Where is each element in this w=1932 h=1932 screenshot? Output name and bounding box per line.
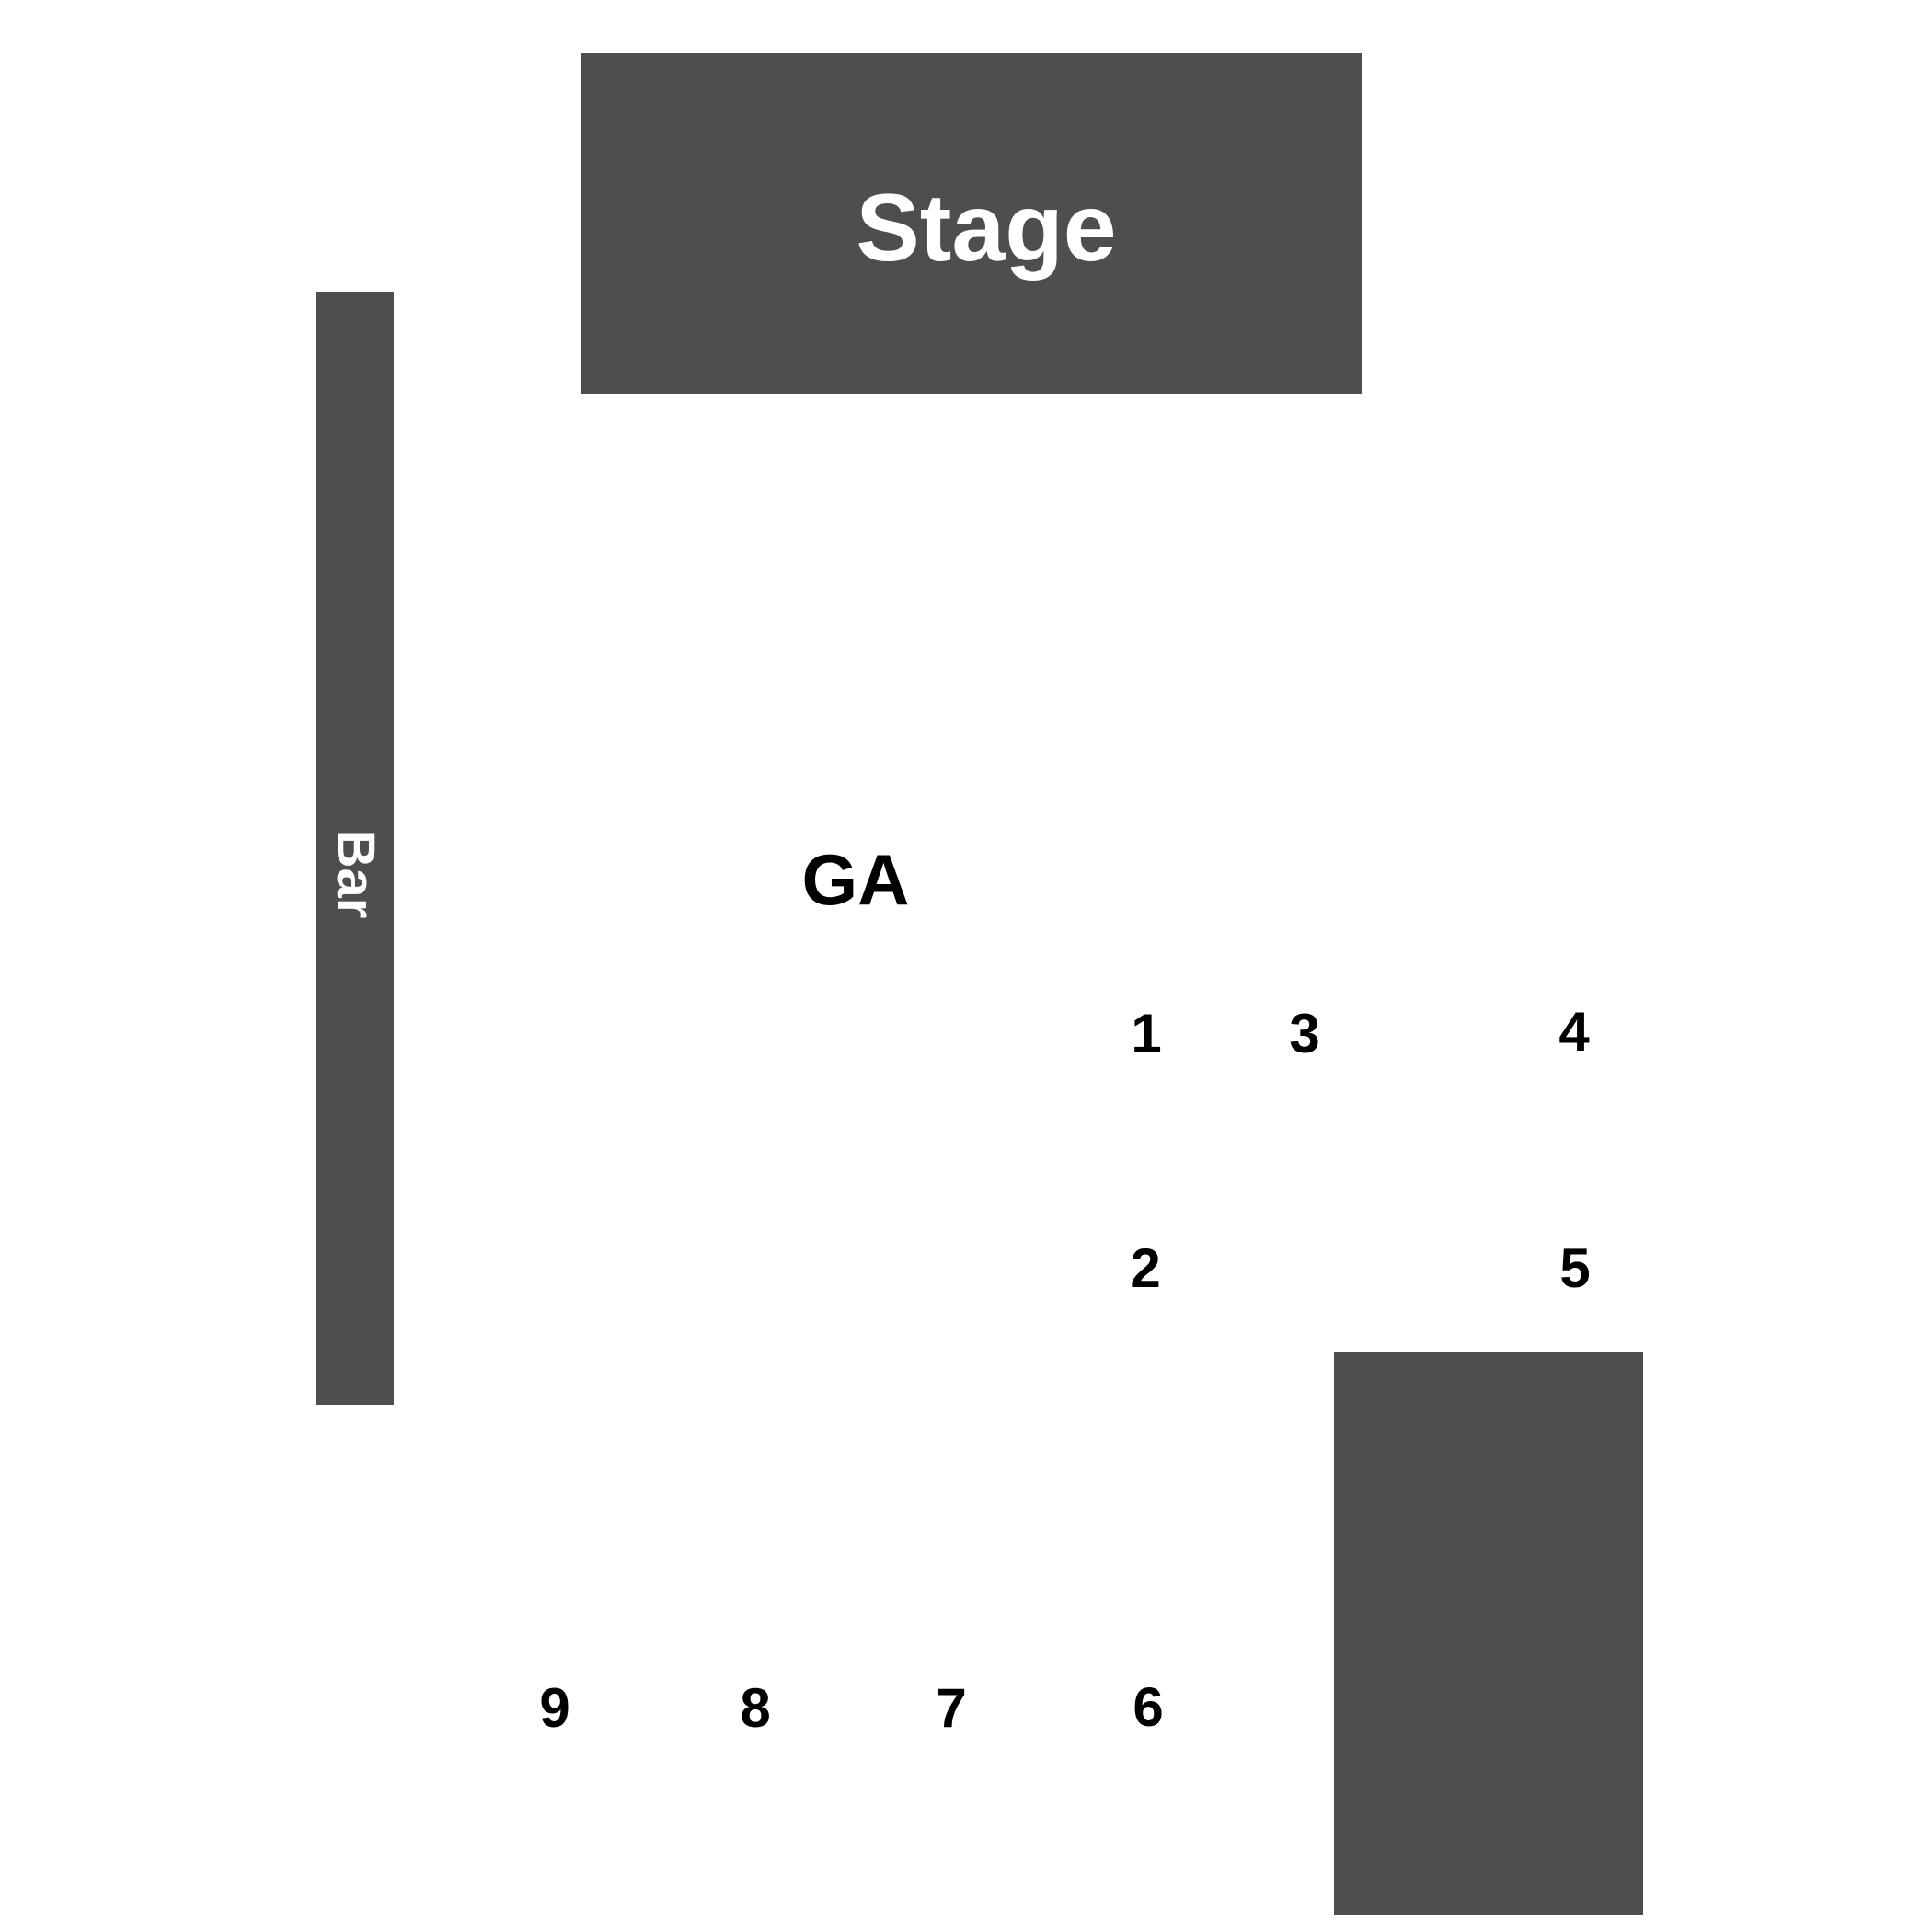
section-3-label[interactable]: 3 — [1289, 1003, 1320, 1064]
section-2-label[interactable]: 2 — [1130, 1237, 1161, 1299]
section-1-label[interactable]: 1 — [1131, 1003, 1162, 1064]
stage-area: Stage — [581, 53, 1362, 394]
section-8-label[interactable]: 8 — [740, 1677, 771, 1739]
unlabeled-block — [1334, 1352, 1643, 1915]
ga-section-label[interactable]: GA — [801, 839, 910, 920]
section-9-label[interactable]: 9 — [539, 1677, 570, 1739]
section-4-label[interactable]: 4 — [1558, 1001, 1590, 1063]
stage-label: Stage — [856, 175, 1117, 282]
bar-area — [316, 292, 394, 1405]
section-7-label[interactable]: 7 — [936, 1677, 967, 1739]
section-6-label[interactable]: 6 — [1133, 1676, 1164, 1738]
section-5-label[interactable]: 5 — [1559, 1237, 1591, 1299]
bar-label: Bar — [326, 829, 385, 919]
